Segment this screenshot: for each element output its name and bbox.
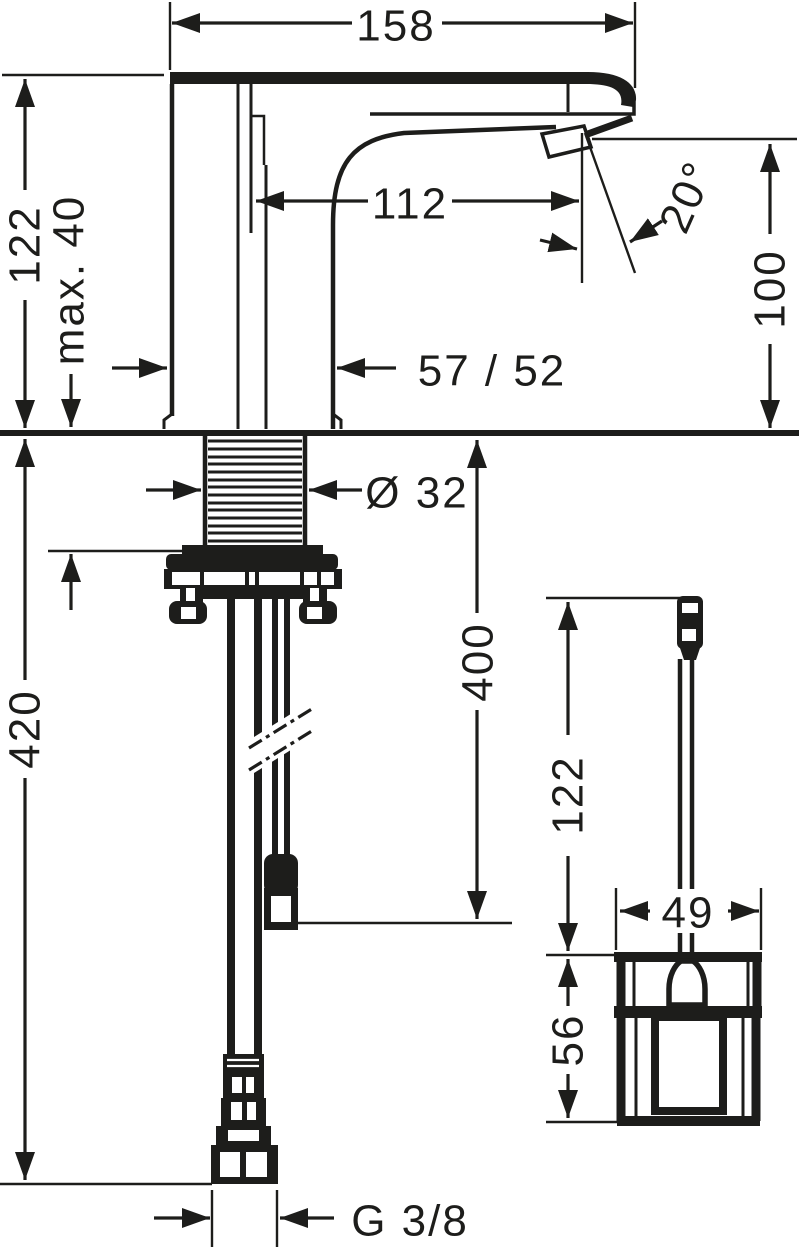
mount-bar-lower bbox=[202, 588, 304, 599]
dimension-hose-thread: G 3/8 bbox=[154, 1190, 469, 1247]
mount-flange bbox=[166, 554, 338, 570]
dim-spout-reach-label: 112 bbox=[372, 180, 448, 229]
dim-hose-thread-label: G 3/8 bbox=[351, 1197, 469, 1246]
detail-plug-taper bbox=[679, 645, 701, 660]
break-lines bbox=[248, 705, 316, 772]
dimension-outlet-angle: 20° bbox=[539, 132, 724, 283]
dim-body-depth-label: 57 / 52 bbox=[418, 347, 567, 396]
mount-slot-cutouts bbox=[172, 572, 334, 585]
bolt-left-nut-slot bbox=[181, 607, 196, 619]
dimension-total-width: 158 bbox=[168, 2, 637, 88]
dimension-control-box-width: 49 bbox=[614, 888, 763, 950]
dim-total-width-label: 158 bbox=[356, 2, 435, 51]
box-lower-inner-walls bbox=[634, 1018, 745, 1116]
cable-break-symbol bbox=[246, 697, 318, 778]
sensor-cable-plug bbox=[264, 854, 298, 930]
fitting-nut-slots bbox=[220, 1152, 267, 1177]
box-upper-outer-walls bbox=[616, 952, 762, 1008]
dimension-mount-thickness: max. 40 bbox=[45, 195, 182, 610]
dimension-body-depth: 57 / 52 bbox=[112, 347, 567, 396]
dim-box-width-ext bbox=[614, 888, 763, 950]
fitting-collar-1 bbox=[223, 1054, 264, 1072]
dimension-spout-reach: 112 bbox=[256, 180, 579, 229]
dimension-hose-length: 420 bbox=[0, 439, 212, 1186]
dim-hose-thread-ext bbox=[210, 1190, 279, 1247]
fitting-section-2 bbox=[223, 1072, 264, 1098]
mount-bar-upper bbox=[182, 545, 323, 555]
faucet-inner-step bbox=[251, 114, 266, 165]
shank-thread-lines bbox=[208, 439, 302, 543]
dim-outlet-angle-arrow-left bbox=[629, 218, 663, 244]
dimension-control-box-height: 56 bbox=[544, 959, 692, 1124]
faucet-base-flare-left bbox=[162, 412, 173, 429]
dim-outlet-angle-label: 20° bbox=[650, 154, 724, 240]
dim-mount-thickness-label: max. 40 bbox=[45, 195, 94, 366]
dimension-detail-cable-length: 122 bbox=[544, 596, 700, 957]
dimension-body-height: 122 bbox=[1, 73, 164, 428]
dim-body-height-label: 122 bbox=[1, 205, 50, 284]
detail-plug-slot-1 bbox=[682, 603, 698, 613]
bolt-left-neck-gap bbox=[186, 588, 195, 603]
box-top-bar bbox=[614, 952, 762, 962]
dim-total-width-ext bbox=[168, 2, 637, 88]
box-battery-door bbox=[651, 1013, 727, 1115]
faucet-plate-bottom-edge bbox=[370, 98, 636, 116]
dim-cable-length-label: 400 bbox=[454, 622, 503, 701]
dim-box-width-label-halo bbox=[656, 889, 720, 933]
dimension-cable-length: 400 bbox=[298, 440, 512, 925]
faucet-base-flare-right bbox=[332, 412, 343, 429]
dimension-outlet-height: 100 bbox=[592, 137, 797, 428]
control-box-detail bbox=[614, 952, 762, 1126]
threaded-shank bbox=[202, 436, 308, 545]
supply-hose bbox=[227, 599, 262, 1056]
bolt-right-nut-slot bbox=[307, 607, 322, 619]
plug-window bbox=[271, 896, 291, 922]
box-lower-outer-walls bbox=[616, 1018, 761, 1121]
spout-outlet-face bbox=[539, 123, 594, 160]
cable-strain-relief-funnel bbox=[666, 958, 708, 1008]
dim-detail-cable-label: 122 bbox=[544, 755, 593, 834]
fitting-section-2-slots bbox=[232, 1077, 254, 1093]
detail-plug-slot-2 bbox=[682, 629, 696, 641]
fitting-section-3 bbox=[221, 1098, 266, 1126]
faucet-top-plate bbox=[170, 72, 637, 107]
mounting-hardware bbox=[164, 545, 342, 624]
fitting-section-3-slots bbox=[231, 1102, 256, 1120]
dim-hose-length-label: 420 bbox=[1, 689, 50, 768]
dim-shank-diameter-label: Ø 32 bbox=[365, 469, 468, 518]
fitting-collar-4-gap bbox=[228, 1130, 259, 1141]
plug-cap bbox=[264, 854, 298, 894]
bolt-right-neck-gap bbox=[310, 588, 319, 603]
dim-box-width-label: 49 bbox=[662, 889, 715, 938]
spout-tip-underside bbox=[583, 114, 634, 139]
dim-outlet-height-label: 100 bbox=[746, 249, 795, 328]
hose-end-fitting bbox=[211, 1054, 278, 1184]
fitting-collar-1-lines bbox=[227, 1058, 259, 1068]
dim-outlet-angle-arrow-right bbox=[539, 232, 578, 253]
box-upper-inner-walls bbox=[632, 962, 750, 1006]
faucet-body-right-and-spout-underside bbox=[330, 124, 557, 429]
dimension-shank-diameter: Ø 32 bbox=[146, 469, 468, 518]
shank-walls bbox=[202, 436, 308, 545]
dim-box-height-label: 56 bbox=[544, 1014, 593, 1067]
dim-outlet-angle-slanted-ref bbox=[583, 132, 637, 274]
